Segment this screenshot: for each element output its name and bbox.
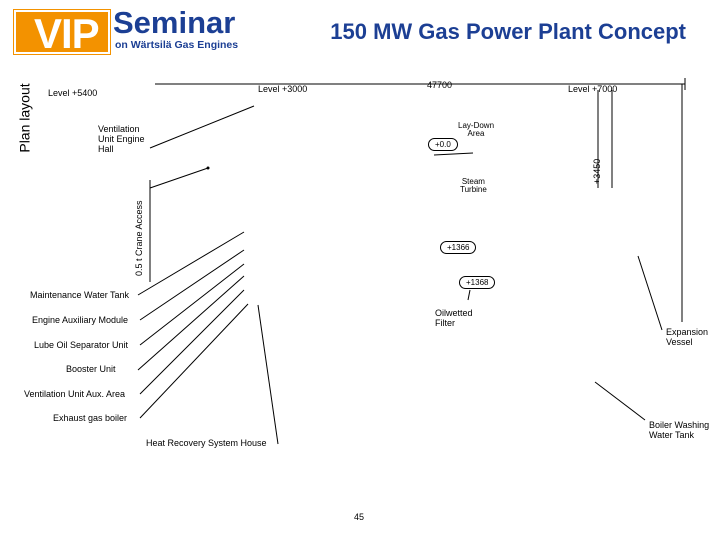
level-middle: Level +3000 bbox=[258, 84, 308, 94]
level-zero-badge: +0.0 bbox=[428, 138, 458, 151]
header-banner: VIP Seminar on Wärtsilä Gas Engines 150 … bbox=[0, 0, 720, 58]
leader-exhaust bbox=[139, 303, 249, 419]
label-engine-aux: Engine Auxiliary Module bbox=[32, 315, 129, 325]
leader-crane bbox=[149, 167, 209, 189]
dimension-top: 47700 bbox=[427, 80, 453, 90]
leader-ventilation bbox=[149, 105, 255, 149]
label-boiler-washing: Boiler Washing Water Tank bbox=[649, 420, 710, 440]
leader-maintenance bbox=[137, 231, 245, 296]
label-exhaust: Exhaust gas boiler bbox=[53, 413, 128, 423]
level-1366-badge: +1366 bbox=[440, 241, 477, 254]
leader-expansion bbox=[637, 255, 663, 331]
label-crane-access: 0.5 t Crane Access bbox=[134, 200, 144, 276]
page-number: 45 bbox=[354, 512, 365, 522]
label-vent-aux: Ventilation Unit Aux. Area bbox=[24, 389, 126, 399]
brand-title: Seminar bbox=[113, 5, 236, 40]
label-booster: Booster Unit bbox=[66, 364, 116, 374]
label-steam-turbine: Steam Turbine bbox=[460, 177, 487, 194]
vip-logo: VIP bbox=[13, 9, 111, 57]
leader-heat-recovery bbox=[257, 304, 279, 445]
leader-engine-aux bbox=[139, 249, 245, 321]
leader-booster bbox=[137, 275, 245, 371]
label-heat-recovery: Heat Recovery System House bbox=[146, 438, 267, 448]
label-oilwetted-filter: Oilwetted Filter bbox=[435, 308, 473, 328]
leader-oilwetted bbox=[467, 289, 471, 301]
label-lay-down: Lay-Down Area bbox=[458, 121, 495, 138]
leader-vent-aux bbox=[139, 289, 245, 395]
leader-boiler-washing bbox=[594, 381, 646, 421]
brand-subline: on Wärtsilä Gas Engines bbox=[115, 39, 239, 51]
level-1368-badge: +1368 bbox=[459, 276, 496, 289]
level-left: Level +5400 bbox=[48, 88, 98, 98]
leader-laydown bbox=[433, 152, 474, 156]
page-title: 150 MW Gas Power Plant Concept bbox=[330, 19, 686, 44]
leader-lube-oil bbox=[139, 263, 245, 346]
label-ventilation-hall: Ventilation Unit Engine Hall bbox=[98, 124, 145, 154]
label-maintenance-tank: Maintenance Water Tank bbox=[30, 290, 130, 300]
label-3450: +3450 bbox=[592, 158, 602, 184]
vip-logo-text: VIP bbox=[34, 10, 100, 57]
label-expansion-vessel: Expansion Vessel bbox=[666, 327, 709, 347]
label-lube-oil: Lube Oil Separator Unit bbox=[34, 340, 129, 350]
level-right: Level +7000 bbox=[568, 84, 618, 94]
